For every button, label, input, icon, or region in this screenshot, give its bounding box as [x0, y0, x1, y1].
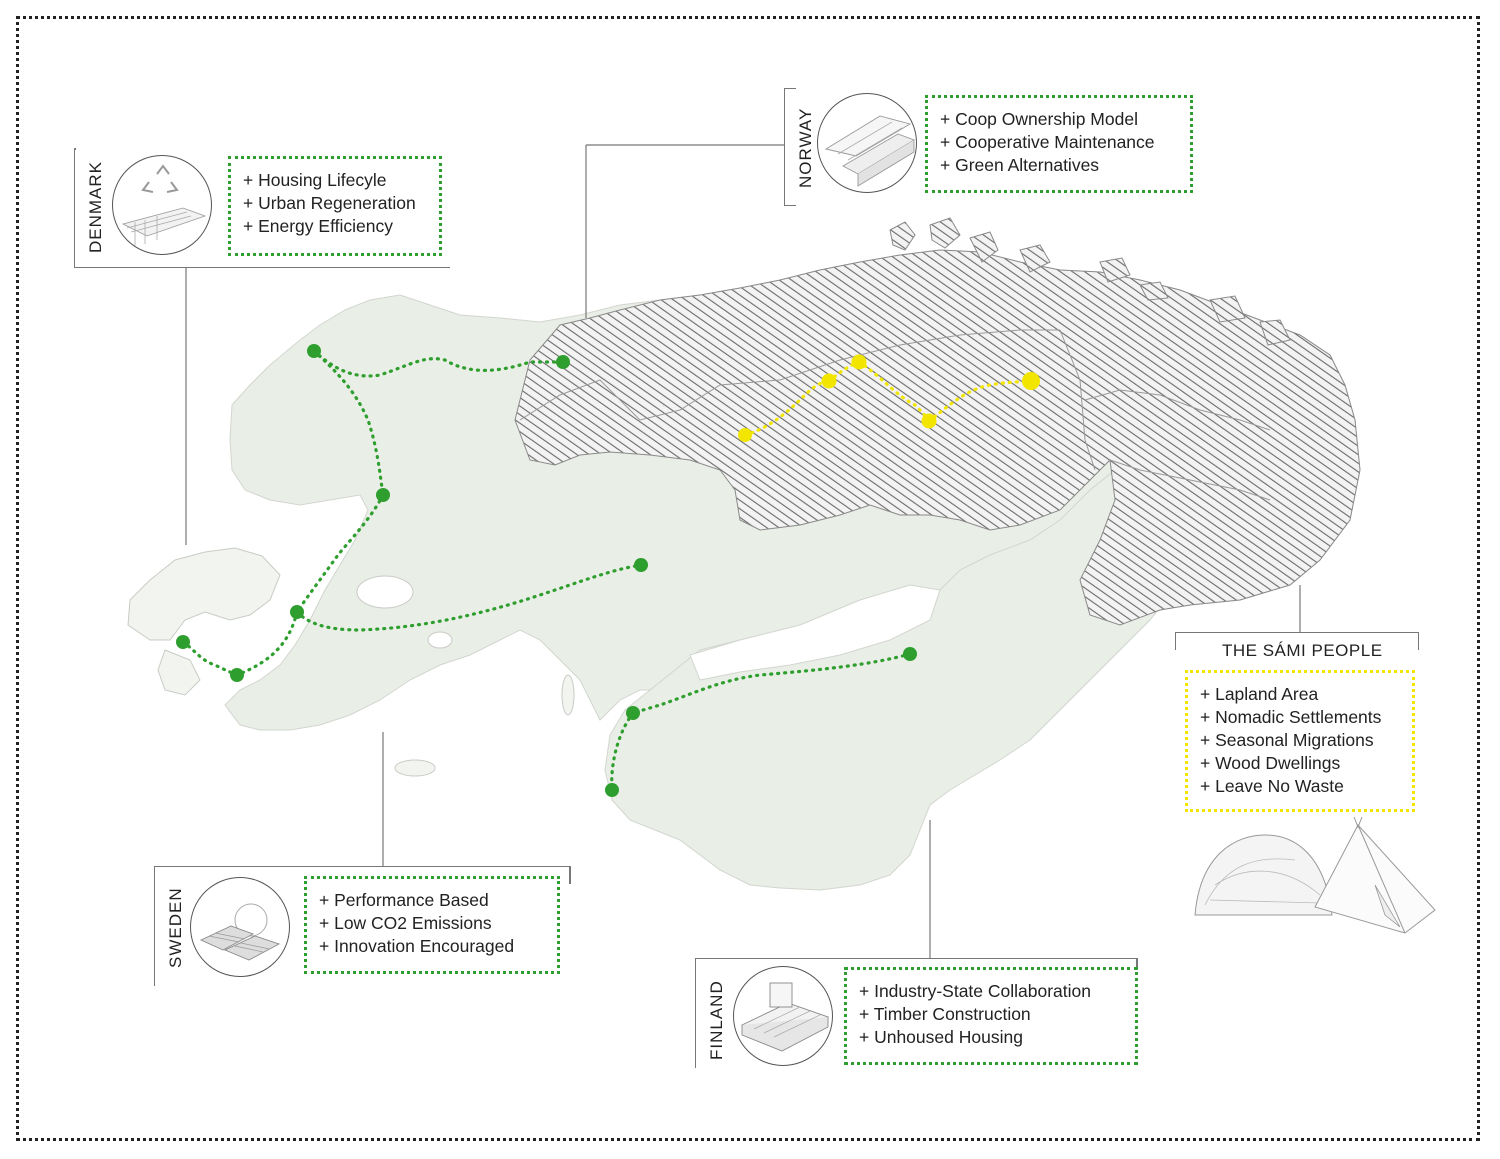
sweden-item: + Low CO2 Emissions: [319, 913, 492, 933]
sweden-item: + Innovation Encouraged: [319, 936, 515, 956]
sweden-item: + Performance Based: [319, 890, 489, 910]
timber-beams-icon: [817, 93, 917, 193]
finland-item: + Industry-State Collaboration: [859, 981, 1092, 1001]
lake-vattern: [427, 631, 453, 649]
oland-island: [561, 674, 575, 716]
recycle-lumber-icon: [112, 155, 212, 255]
finland-bracket: [695, 958, 1137, 1068]
finland-landmass: [604, 469, 1171, 891]
lake-vanern: [356, 575, 414, 609]
sweden-info-box: + Performance Based + Low CO2 Emissions …: [304, 876, 560, 974]
sami-info-box: + Lapland Area + Nomadic Settlements + S…: [1185, 670, 1415, 812]
sami-item: + Nomadic Settlements: [1200, 707, 1382, 727]
sami-item: + Leave No Waste: [1200, 776, 1344, 796]
sami-item: + Wood Dwellings: [1200, 753, 1341, 773]
denmark-info-box: + Housing Lifecyle + Urban Regeneration …: [228, 156, 442, 256]
denmark-item: + Housing Lifecyle: [243, 170, 387, 190]
sami-title: THE SÁMI PEOPLE: [1222, 641, 1383, 660]
sapmi-region: [514, 249, 1361, 626]
finland-info-box: + Industry-State Collaboration + Timber …: [844, 967, 1138, 1065]
norway-info-box: + Coop Ownership Model + Cooperative Mai…: [925, 95, 1193, 193]
denmark-landmass: [127, 547, 281, 641]
denmark-item: + Energy Efficiency: [243, 216, 393, 236]
finland-item: + Unhoused Housing: [859, 1027, 1023, 1047]
denmark-label: DENMARK: [86, 160, 105, 253]
lavvu-tent-icon: [1314, 816, 1436, 934]
sami-item: + Seasonal Migrations: [1200, 730, 1374, 750]
finland-item: + Timber Construction: [859, 1004, 1031, 1024]
leader-lines: [185, 144, 1301, 958]
norway-label: NORWAY: [796, 107, 815, 188]
turf-hut-icon: [1194, 834, 1333, 916]
dotted-frame: [16, 16, 1480, 1141]
sweden-label: SWEDEN: [166, 887, 185, 968]
gotland-island: [394, 759, 436, 777]
sami-item: + Lapland Area: [1200, 684, 1319, 704]
green-nodes: [176, 344, 917, 797]
denmark-item: + Urban Regeneration: [243, 193, 416, 213]
sami-bracket: [1175, 632, 1419, 650]
modular-construction-icon: [733, 966, 833, 1066]
yellow-nodes: [738, 354, 1040, 442]
gulf-of-bothnia: [689, 584, 941, 681]
solar-panel-icon: [190, 877, 290, 977]
norway-item: + Green Alternatives: [940, 155, 1100, 175]
finland-label: FINLAND: [707, 980, 726, 1060]
norway-item: + Coop Ownership Model: [940, 109, 1138, 129]
sweden-bracket: [154, 866, 570, 986]
norway-bracket: [784, 88, 796, 206]
denmark-bracket: [74, 148, 450, 268]
norway-item: + Cooperative Maintenance: [940, 132, 1155, 152]
